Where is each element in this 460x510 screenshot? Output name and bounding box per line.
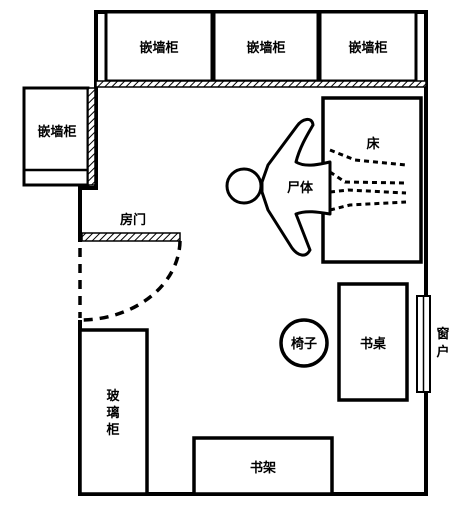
desk-label: 书桌 [360, 336, 387, 352]
cabinet-top-2 [212, 10, 320, 83]
cabinet-left-hatch-strip [87, 87, 96, 186]
chair-outline [279, 318, 329, 368]
bookshelf-label: 书架 [250, 460, 276, 476]
door-leaf [81, 232, 181, 242]
door-label: 房门 [120, 212, 146, 228]
window-label-1: 窗 [436, 326, 449, 342]
glass-cabinet-label-1: 玻 [106, 388, 120, 404]
cabinet-top-2-label: 嵌墙柜 [246, 40, 285, 56]
cabinet-top-1-label: 嵌墙柜 [139, 40, 178, 56]
body-figure: 尸体 [225, 118, 407, 257]
body-torso [260, 118, 332, 257]
cabinet-row-top: 嵌墙柜 嵌墙柜 嵌墙柜 [95, 10, 427, 88]
body-head [225, 167, 263, 205]
chair: 椅子 [279, 318, 329, 368]
bookshelf: 书架 [192, 436, 334, 496]
wall-upper [78, 10, 428, 298]
body-label: 尸体 [287, 180, 314, 196]
desk-top [337, 282, 409, 402]
bed-frame [321, 96, 423, 264]
glass-cabinet-label-3: 柜 [105, 422, 119, 438]
cabinet-top-hatch-strip [95, 80, 427, 88]
body-leg-mid-1 [329, 170, 407, 185]
cabinet-top-3-label: 嵌墙柜 [348, 40, 387, 56]
door: 房门 [78, 212, 182, 322]
bed-label: 床 [366, 136, 380, 152]
body-leg-lower [329, 200, 407, 212]
window-label-2: 户 [436, 344, 449, 360]
window: 窗 户 [416, 295, 450, 393]
cabinet-left-label: 嵌墙柜 [37, 124, 76, 140]
glass-cabinet-label-2: 璃 [106, 405, 119, 421]
cabinet-left: 嵌墙柜 [22, 86, 96, 187]
bed: 床 [321, 96, 423, 264]
body-leg-mid-2 [329, 188, 407, 195]
desk: 书桌 [337, 282, 409, 402]
glass-cabinet-box [78, 328, 149, 496]
chair-label: 椅子 [291, 336, 317, 352]
cabinet-top-1 [104, 10, 214, 83]
glass-cabinet: 玻 璃 柜 [78, 328, 149, 496]
bookshelf-box [192, 436, 334, 496]
body-legs [329, 148, 407, 212]
cabinet-top-3 [318, 10, 418, 83]
door-swing-arc [79, 240, 182, 322]
